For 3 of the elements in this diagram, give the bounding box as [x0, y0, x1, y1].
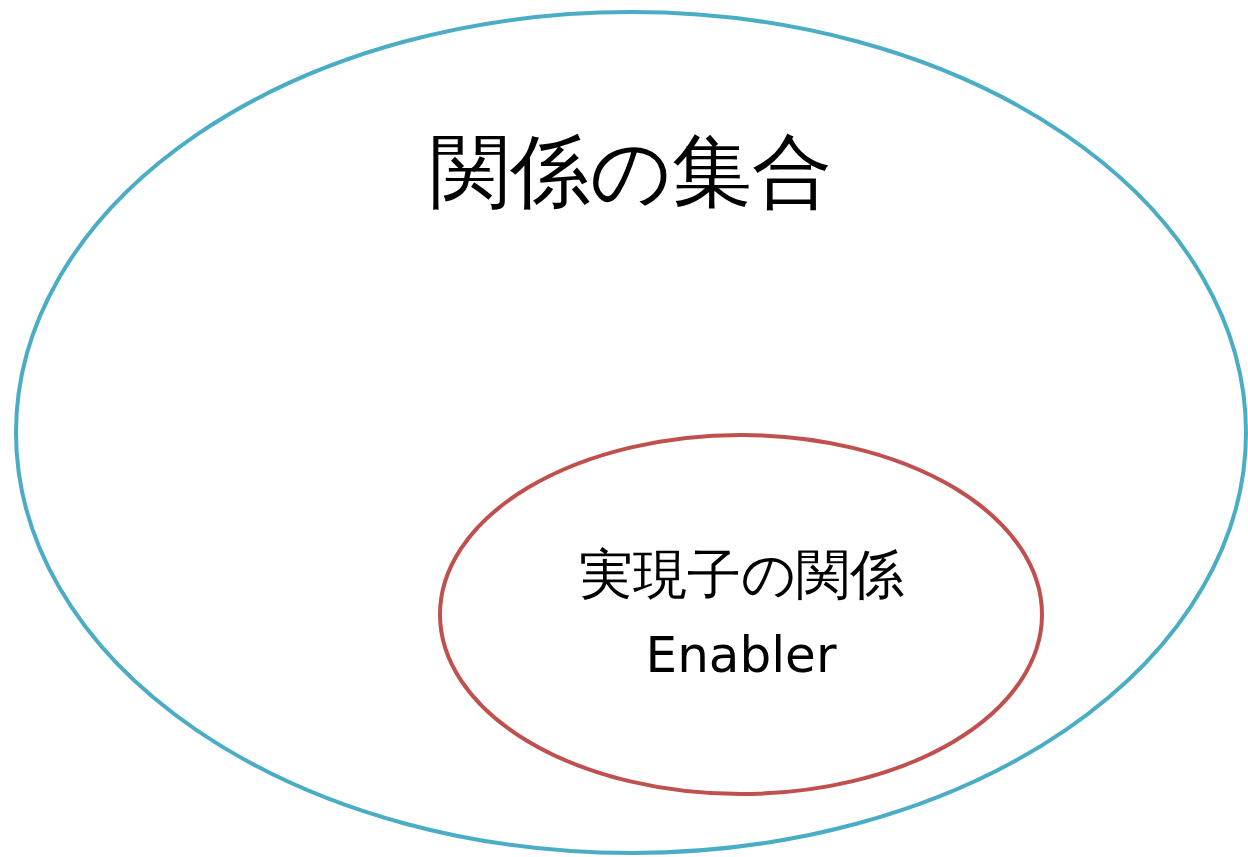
set-title: 関係の集合 — [430, 125, 832, 218]
subset-subtitle: Enabler — [645, 626, 837, 684]
subset-title: 実現子の関係 — [578, 543, 904, 606]
